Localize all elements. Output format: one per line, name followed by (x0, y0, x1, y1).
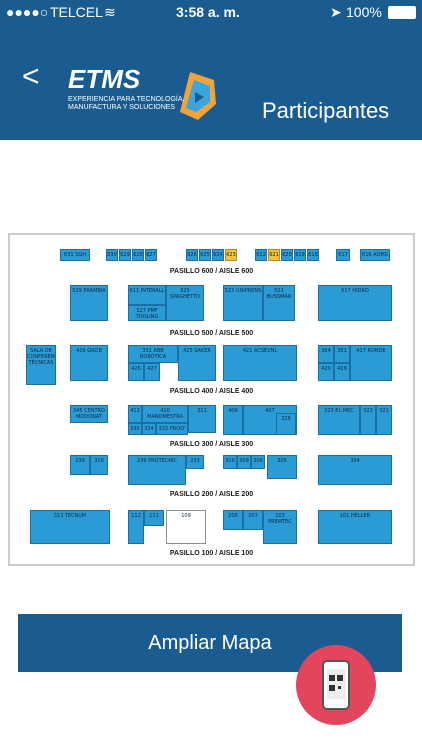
booth[interactable]: 103 PREMTEC (263, 510, 297, 544)
battery-icon (388, 6, 416, 19)
booth[interactable]: 623 (225, 249, 237, 261)
aisle-label: PASILLO 600 / AISLE 600 (169, 268, 254, 275)
booth[interactable]: 631 SGH (60, 249, 90, 261)
booth[interactable]: 334 (142, 423, 156, 435)
booth[interactable]: 624 (212, 249, 224, 261)
booth[interactable]: 406 (223, 405, 243, 435)
booth[interactable]: 628 (132, 249, 144, 261)
booth[interactable]: SALA DE CONFERENCIAS TÉCNICAS (26, 345, 56, 385)
wifi-icon: ≋ (104, 4, 116, 20)
booth[interactable]: 620 (281, 249, 293, 261)
booth[interactable]: 529 PRAMBIA (70, 285, 108, 321)
booth[interactable]: 335 (128, 423, 142, 435)
booth[interactable]: 525 SPAGHETTO (166, 285, 204, 321)
floor-map[interactable]: PASILLO 600 / AISLE 600 PASILLO 500 / AI… (8, 233, 415, 566)
booth[interactable]: 321 (376, 405, 392, 435)
etms-logo: ETMS EXPERIENCIA PARA TECNOLOGÍA,MANUFAC… (64, 58, 244, 132)
booth[interactable]: 331 ABB ROBÓTICA (128, 345, 178, 363)
booth[interactable]: 361 (334, 345, 350, 363)
booth[interactable]: 626 (186, 249, 198, 261)
status-bar: ●●●●○ TELCEL ≋ 3:58 a. m. ➤ 100% (0, 0, 422, 24)
qr-scan-button[interactable] (296, 645, 376, 725)
booth[interactable]: 619 (294, 249, 306, 261)
booth[interactable]: 309 (237, 455, 251, 469)
aisle-label: PASILLO 200 / AISLE 200 (169, 491, 254, 498)
booth[interactable]: 112 (128, 510, 144, 544)
booth[interactable]: 332 PROLT (156, 423, 188, 435)
booth[interactable]: 425 SAKER (178, 345, 216, 381)
booth[interactable]: 616 ADMS (360, 249, 390, 261)
booth[interactable]: 517 HIDRO (318, 285, 392, 321)
booth[interactable]: 111 (144, 510, 164, 526)
booth[interactable]: 523 UNIPRENS (223, 285, 263, 321)
logo-tagline: EXPERIENCIA PARA TECNOLOGÍA,MANUFACTURA … (68, 96, 185, 111)
booth[interactable]: 521 BUSSMAR (263, 285, 295, 321)
booth[interactable]: 306 (251, 455, 265, 469)
booth[interactable]: 611 INTERALL (128, 285, 166, 305)
booth[interactable]: 410 MANOMESTRA (142, 405, 188, 423)
booth[interactable]: 419 (334, 363, 350, 381)
booth[interactable]: 621 (268, 249, 280, 261)
booth[interactable]: 239 (70, 455, 90, 475)
booth[interactable]: 311 (188, 405, 216, 433)
booth[interactable]: 109 (166, 510, 206, 544)
aisle-label: PASILLO 100 / AISLE 100 (169, 550, 254, 557)
booth[interactable]: 101 HELLER (318, 510, 392, 544)
qr-phone-icon (322, 660, 350, 710)
booth[interactable]: 420 (318, 363, 334, 381)
booth[interactable]: 323 EL MEC (318, 405, 360, 435)
booth[interactable]: 429 GROB (70, 345, 108, 381)
booth[interactable]: 618 (307, 249, 319, 261)
booth[interactable]: 305 (267, 455, 297, 479)
booth[interactable]: 304 (318, 455, 392, 485)
booth[interactable]: 313 TECNUM (30, 510, 110, 544)
booth[interactable]: 208 (223, 510, 243, 530)
booth[interactable]: 316 (90, 455, 108, 475)
booth[interactable]: 326 (276, 413, 296, 435)
page-title: Participantes (262, 98, 390, 123)
booth[interactable]: 622 (255, 249, 267, 261)
booth[interactable]: 310 (223, 455, 237, 469)
location-icon: ➤ (330, 4, 342, 20)
booth[interactable]: 426 (128, 363, 144, 381)
aisle-label: PASILLO 300 / AISLE 300 (169, 441, 254, 448)
booth[interactable]: 322 (360, 405, 376, 435)
booth[interactable]: 412 (128, 405, 142, 423)
booth[interactable]: 207 (243, 510, 263, 530)
aisle-label: PASILLO 500 / AISLE 500 (169, 330, 254, 337)
booth[interactable]: 630 (106, 249, 118, 261)
booth[interactable]: 417 RONDE (350, 345, 392, 381)
back-button[interactable]: < (22, 62, 40, 92)
booth[interactable]: 427 (144, 363, 160, 381)
booth[interactable]: 627 (145, 249, 157, 261)
signal-icon: ●●●●○ (6, 4, 49, 20)
booth[interactable]: 364 (318, 345, 334, 363)
chevron-left-icon: < (22, 60, 40, 93)
aisle-label: PASILLO 400 / AISLE 400 (169, 388, 254, 395)
carrier: TELCEL (50, 4, 103, 20)
booth[interactable]: 527 PMF TOOLING (128, 305, 166, 321)
time: 3:58 a. m. (176, 4, 240, 20)
logo-wordmark: ETMS (68, 64, 141, 94)
booth[interactable]: 625 (199, 249, 211, 261)
booth[interactable]: 345 CENTRO MODONAT (70, 405, 108, 423)
booth[interactable]: 233 (186, 455, 204, 469)
booth[interactable]: 236 PROTECNIC (128, 455, 186, 485)
booth[interactable]: 421 ACSEVNL (223, 345, 297, 381)
booth[interactable]: 629 (119, 249, 131, 261)
battery-percent: 100% (346, 4, 382, 20)
booth[interactable]: 617 (336, 249, 350, 261)
